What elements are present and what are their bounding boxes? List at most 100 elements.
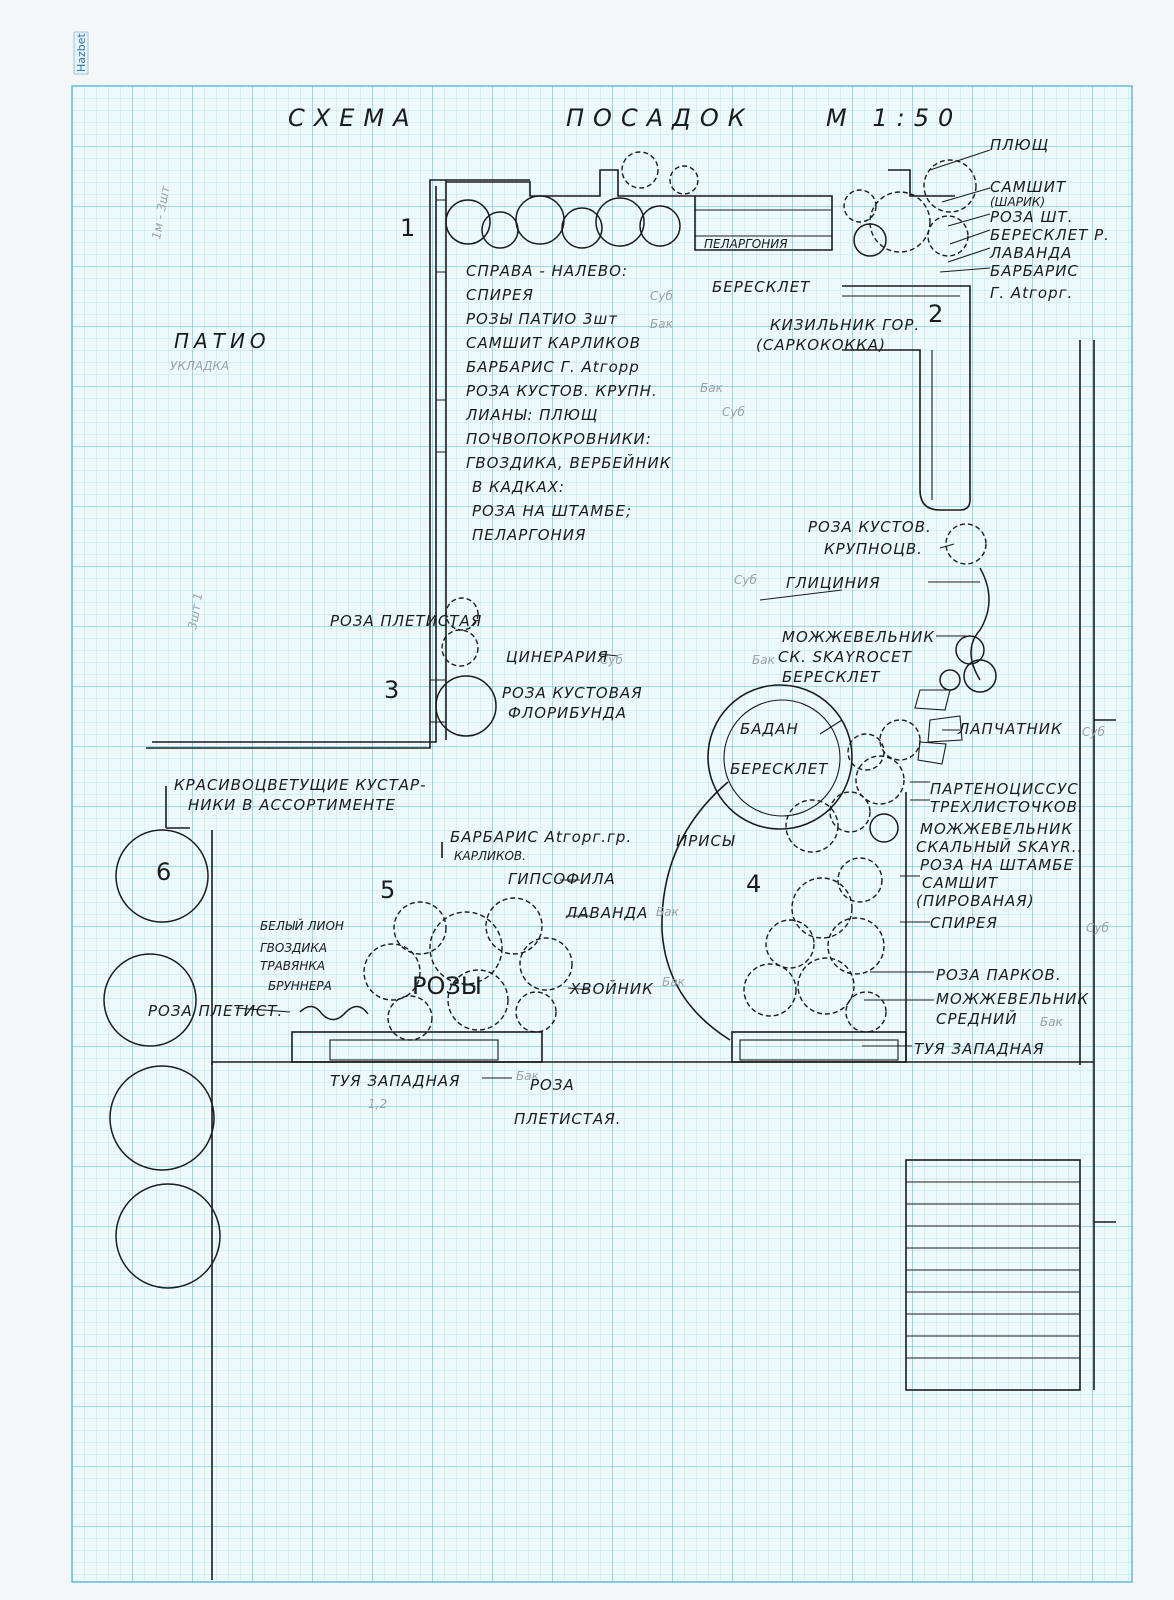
label-travyanka: ТРАВЯНКА	[260, 959, 325, 973]
legend-block: СПРАВА - НАЛЕВО: СПИРЕЯ РОЗЫ ПАТИО 3шт С…	[465, 262, 672, 544]
label-samshit-2: САМШИТ	[922, 874, 999, 892]
label-barbaris: БАРБАРИС	[990, 262, 1079, 280]
svg-text:Бак: Бак	[662, 975, 686, 989]
label-badan: БАДАН	[740, 720, 799, 738]
label-samshit-2-note: (ПИРОВАНАЯ)	[916, 892, 1035, 910]
plant-labels: ПЕЛАРГОНИЯ ПЛЮЩ САМШИТ (ШАРИК) РОЗА ШТ. …	[148, 136, 1110, 1128]
label-roza-kustovaya: РОЗА КУСТОВАЯ	[502, 684, 643, 702]
svg-text:Суб: Суб	[1082, 725, 1105, 739]
legend-line: СПИРЕЯ	[466, 286, 534, 304]
label-sarkokokka: (САРКОКОККА)	[756, 336, 886, 354]
svg-text:Суб: Суб	[650, 289, 673, 303]
label-barbaris-2: Г. Аtгорг.	[990, 284, 1073, 302]
label-partenocissus-2: ТРЕХЛИСТОЧКОВ.	[930, 798, 1084, 816]
sticker-label	[73, 31, 89, 75]
plants	[103, 151, 997, 1289]
label-roza-pletistaya: РОЗА ПЛЕТИСТАЯ	[330, 612, 482, 630]
zone-2: 2	[928, 300, 943, 328]
label-lapchatnik: ЛАПЧАТНИК	[957, 720, 1063, 738]
label-krasivocvet-1: КРАСИВОЦВЕТУЩИЕ КУСТАР-	[174, 776, 426, 794]
label-beresklet-2: БЕРЕСКЛЕТ	[782, 668, 881, 686]
label-gvozdika: ГВОЗДИКА	[260, 941, 327, 955]
legend-line: БАРБАРИС Г. Аtгорр	[466, 358, 640, 376]
label-beresklet-r: БЕРЕСКЛЕТ Р.	[990, 226, 1110, 244]
label-roza-parkov: РОЗА ПАРКОВ.	[936, 966, 1062, 984]
label-pelargonia: ПЕЛАРГОНИЯ	[704, 237, 788, 251]
label-floribunda: ФЛОРИБУНДА	[508, 704, 627, 722]
legend-line: ПЕЛАРГОНИЯ	[472, 526, 586, 544]
legend-title: СПРАВА - НАЛЕВО:	[466, 262, 628, 280]
label-karlikov-mid: КАРЛИКОВ.	[454, 849, 526, 863]
svg-text:Бак: Бак	[700, 381, 724, 395]
svg-text:Бак: Бак	[656, 905, 680, 919]
label-belyi-lion: БЕЛЫЙ ЛИОН	[260, 918, 344, 933]
leader-lines	[235, 149, 991, 1079]
label-cineraria: ЦИНЕРАРИЯ	[506, 648, 609, 666]
label-plyusch: ПЛЮЩ	[990, 136, 1049, 154]
patio-pencil-note: УКЛАДКА	[170, 359, 229, 373]
svg-text:Суб: Суб	[1086, 921, 1109, 935]
label-beresklet: БЕРЕСКЛЕТ	[712, 278, 811, 296]
label-mozhzhevelnik-1b: СК. SKAYROCET	[778, 648, 913, 666]
legend-line: РОЗЫ ПАТИО 3шт	[466, 310, 618, 328]
label-roza-na-shtambe: РОЗА НА ШТАМБЕ	[920, 856, 1074, 874]
svg-text:Суб: Суб	[734, 573, 757, 587]
pencil-note-left-2: 3шт 1	[185, 592, 205, 631]
label-tuya-bottom: ТУЯ ЗАПАДНАЯ	[330, 1072, 461, 1090]
label-roza-bottom: РОЗА	[530, 1076, 575, 1094]
title-plantings: ПОСАДОК	[566, 104, 754, 132]
svg-text:Бак: Бак	[516, 1069, 540, 1083]
label-samshit-note: (ШАРИК)	[990, 195, 1045, 209]
label-roza-kustov: РОЗА КУСТОВ.	[808, 518, 932, 536]
label-roza-sht: РОЗА ШТ.	[990, 208, 1073, 226]
legend-line: ГВОЗДИКА, ВЕРБЕЙНИК	[466, 453, 672, 472]
patio-label: ПАТИО	[174, 329, 271, 353]
zone-5: 5	[380, 876, 395, 904]
title-scheme: СХЕМА	[288, 104, 419, 132]
label-kizilnik: КИЗИЛЬНИК ГОР.	[770, 316, 920, 334]
label-mozhzhevelnik-2b: СКАЛЬНЫЙ SKAYR..	[916, 837, 1083, 856]
label-beresklet-circle: БЕРЕСКЛЕТ	[730, 760, 829, 778]
legend-line: САМШИТ КАРЛИКОВ	[466, 334, 641, 352]
title-scale: М 1:50	[826, 104, 962, 132]
label-krasivocvet-2: НИКИ В АССОРТИМЕНТЕ	[188, 796, 396, 814]
zone-4: 4	[746, 870, 761, 898]
legend-line: В КАДКАХ:	[472, 478, 565, 496]
label-samshit: САМШИТ	[990, 178, 1067, 196]
label-partenocissus: ПАРТЕНОЦИССУС	[930, 780, 1079, 798]
label-lavanda: ЛАВАНДА	[989, 244, 1072, 262]
svg-text:Бак: Бак	[752, 653, 776, 667]
svg-text:1,2: 1,2	[368, 1097, 387, 1111]
house-outline	[146, 169, 1116, 1390]
label-glicinia: ГЛИЦИНИЯ	[786, 574, 881, 592]
label-krupnocv: КРУПНОЦВ.	[824, 540, 923, 558]
label-roza-pletist-left: РОЗА ПЛЕТИСТ.	[148, 1002, 283, 1020]
legend-line: ЛИАНЫ: ПЛЮЩ	[465, 406, 598, 424]
label-barbaris-mid: БАРБАРИС Аtгорг.гр.	[450, 828, 632, 846]
label-mozhzhevelnik-2: МОЖЖЕВЕЛЬНИК	[920, 820, 1073, 838]
label-sredniy: СРЕДНИЙ	[936, 1009, 1017, 1028]
legend-line: РОЗА КУСТОВ. КРУПН.	[466, 382, 658, 400]
label-mozhzhevelnik-3: МОЖЖЕВЕЛЬНИК	[936, 990, 1089, 1008]
legend-line: РОЗА НА ШТАМБЕ;	[472, 502, 632, 520]
label-brunnera: БРУННЕРА	[268, 979, 332, 993]
label-hvoynik: ХВОЙНИК	[569, 979, 654, 998]
label-rozy: РОЗЫ	[412, 972, 482, 1000]
zone-3: 3	[384, 676, 399, 704]
stairs	[905, 1159, 1081, 1391]
svg-text:Бак: Бак	[650, 317, 674, 331]
label-irisy: ИРИСЫ	[676, 832, 735, 850]
label-pletistaya-bottom: ПЛЕТИСТАЯ.	[514, 1110, 622, 1128]
label-spireya: СПИРЕЯ	[930, 914, 998, 932]
label-mozhzhevelnik-1: МОЖЖЕВЕЛЬНИК	[782, 628, 935, 646]
svg-text:Суб: Суб	[722, 405, 745, 419]
svg-text:Бак: Бак	[1040, 1015, 1064, 1029]
zone-1: 1	[400, 214, 415, 242]
svg-text:Суб: Суб	[600, 653, 623, 667]
legend-line: ПОЧВОПОКРОВНИКИ:	[466, 430, 652, 448]
pencil-markings: Суб Бак Бак Суб Суб Бак Суб Суб Суб Бак …	[368, 289, 1109, 1111]
label-tuya-right: ТУЯ ЗАПАДНАЯ	[914, 1040, 1045, 1058]
zone-6: 6	[156, 858, 171, 886]
label-gipsofila: ГИПСОФИЛА	[508, 870, 616, 888]
